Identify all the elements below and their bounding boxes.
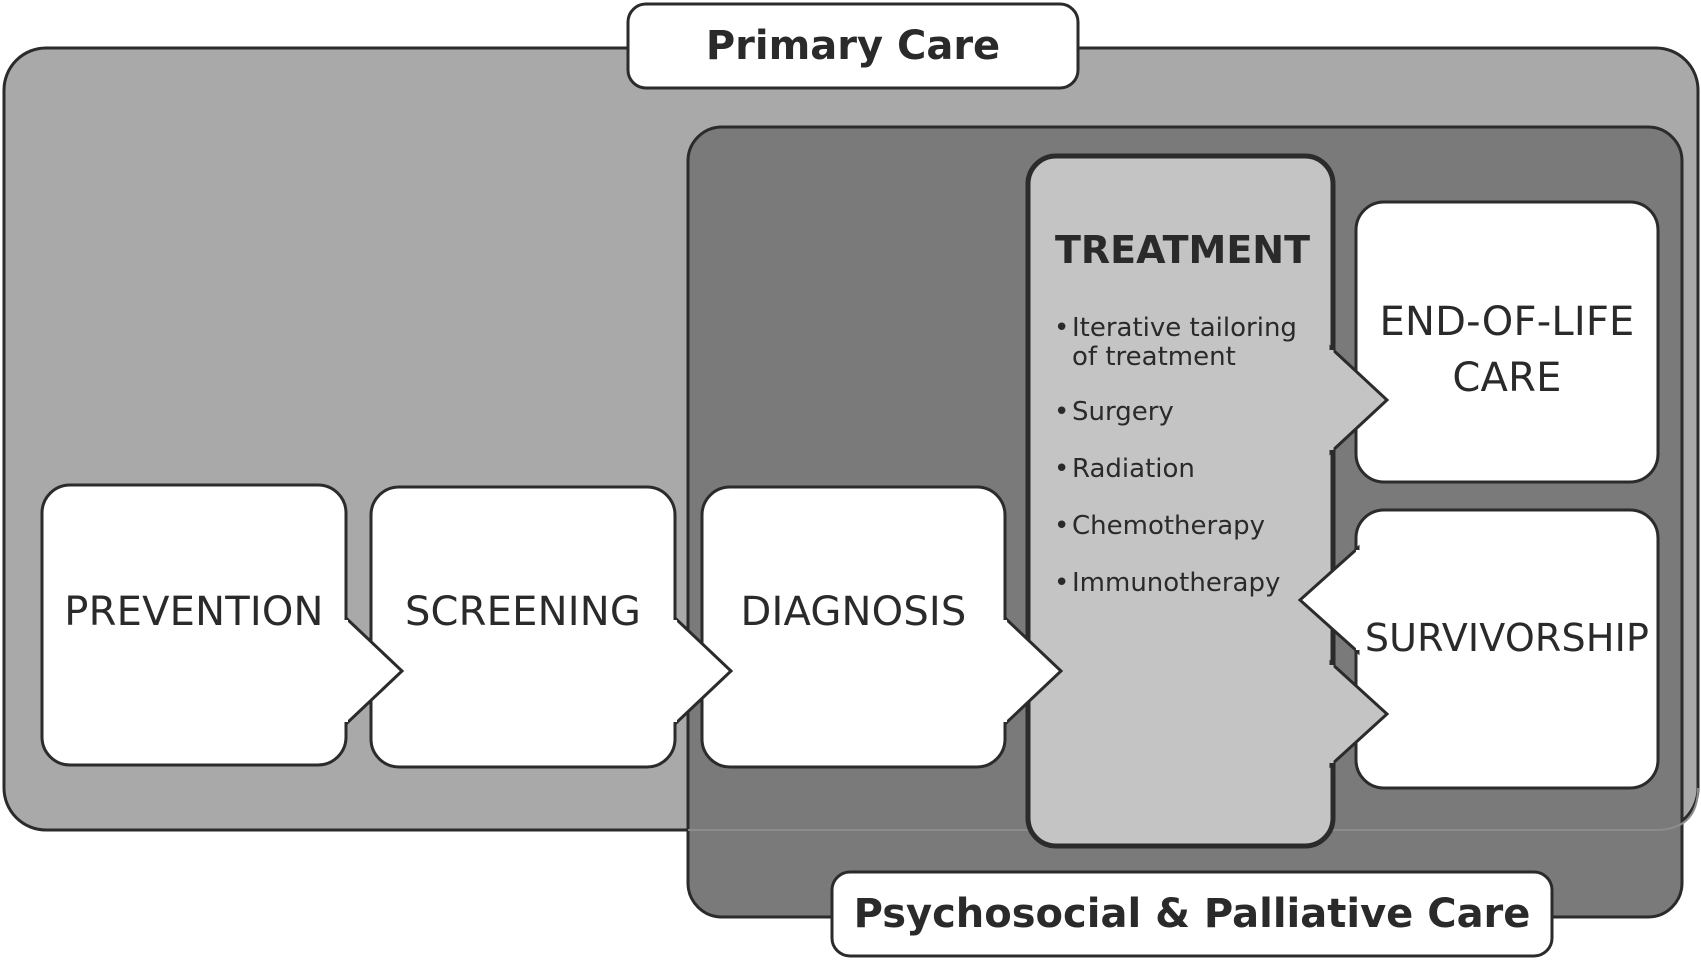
end-of-life-label-line2: CARE <box>1452 355 1562 401</box>
prevention-label: PREVENTION <box>64 589 324 635</box>
survivorship-label: SURVIVORSHIP <box>1364 616 1650 660</box>
primary-care-boundary-overlay <box>688 787 1699 831</box>
treatment-item: Surgery <box>1054 398 1324 428</box>
treatment-item: Chemotherapy <box>1054 512 1324 542</box>
end-of-life-box <box>1354 200 1660 484</box>
primary-care-label-box <box>626 2 1080 90</box>
diagnosis-label: DIAGNOSIS <box>740 589 967 635</box>
screening-label: SCREENING <box>404 589 642 635</box>
treatment-item: Iterative tailoring of treatment <box>1054 314 1312 372</box>
psychosocial-palliative-label: Psychosocial & Palliative Care <box>853 891 1531 937</box>
treatment-item: Immunotherapy <box>1054 569 1324 599</box>
primary-care-label: Primary Care <box>705 23 1001 69</box>
psychosocial-label-box <box>830 870 1554 958</box>
treatment-item: Radiation <box>1054 455 1324 485</box>
treatment-options-list: Iterative tailoring of treatment Surgery… <box>1054 314 1324 626</box>
end-of-life-label-line1: END-OF-LIFE <box>1379 299 1635 345</box>
treatment-title: TREATMENT <box>1054 228 1310 272</box>
